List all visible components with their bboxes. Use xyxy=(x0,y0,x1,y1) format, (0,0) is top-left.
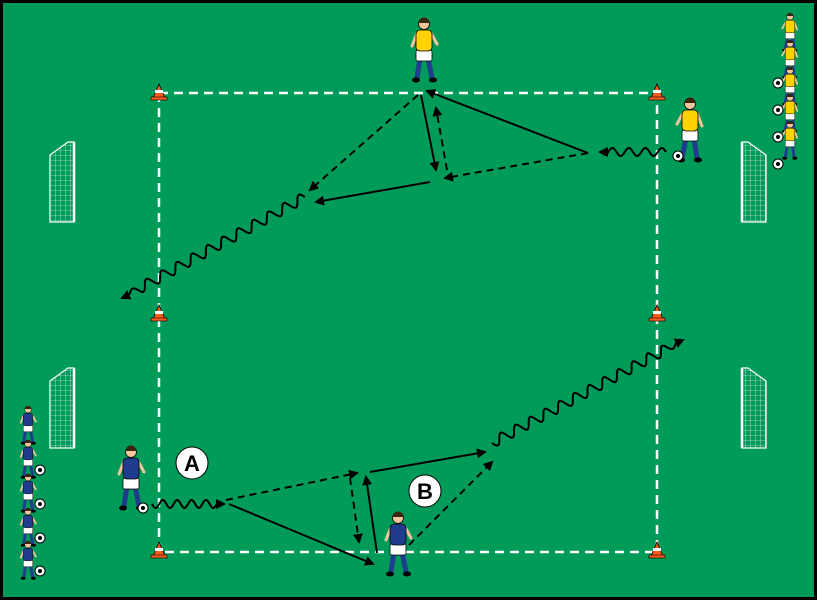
pass-arrow xyxy=(432,106,448,171)
run-arrow xyxy=(362,475,378,554)
player-icon xyxy=(19,540,37,580)
playing-area-boundary xyxy=(157,91,659,554)
arrows-upper xyxy=(120,89,667,300)
label-a-text: A xyxy=(184,451,200,476)
player-icon xyxy=(410,17,439,83)
ball-icon xyxy=(34,565,46,577)
run-arrow xyxy=(314,181,431,206)
ball-icon xyxy=(772,131,784,143)
run-arrow xyxy=(369,448,487,473)
run-arrow xyxy=(425,89,589,154)
pass-arrow xyxy=(349,477,363,544)
ball-icon xyxy=(34,498,46,510)
label-b-text: B xyxy=(417,479,433,504)
player-icon xyxy=(781,120,799,160)
goal-icon xyxy=(49,367,76,449)
player-icon xyxy=(675,97,704,163)
player-icon xyxy=(19,405,37,445)
player-icon xyxy=(19,473,37,513)
dribble-arrow xyxy=(151,499,226,509)
ball-icon xyxy=(772,104,784,116)
ball-icon xyxy=(34,464,46,476)
pass-arrow xyxy=(408,460,494,546)
ball-icon xyxy=(772,158,784,170)
player-icon xyxy=(384,511,413,577)
player-icon xyxy=(781,12,799,52)
pass-arrow xyxy=(443,152,589,182)
player-icon xyxy=(19,507,37,547)
ball-icon xyxy=(34,532,46,544)
label-a: A xyxy=(175,446,209,480)
ball-icon xyxy=(137,502,149,514)
dribble-arrow xyxy=(120,193,306,300)
dribble-arrow xyxy=(491,338,685,447)
dribble-arrow xyxy=(598,147,667,157)
run-arrow xyxy=(420,94,440,172)
run-arrow xyxy=(228,503,375,566)
goal-icon xyxy=(740,367,767,449)
goal-icon xyxy=(740,141,767,223)
pass-arrow xyxy=(225,469,359,501)
label-b: B xyxy=(408,474,442,508)
player-icon xyxy=(19,439,37,479)
ball-icon xyxy=(772,77,784,89)
ball-icon xyxy=(672,150,684,162)
arrows-lower xyxy=(151,338,685,566)
goal-icon xyxy=(49,141,76,223)
